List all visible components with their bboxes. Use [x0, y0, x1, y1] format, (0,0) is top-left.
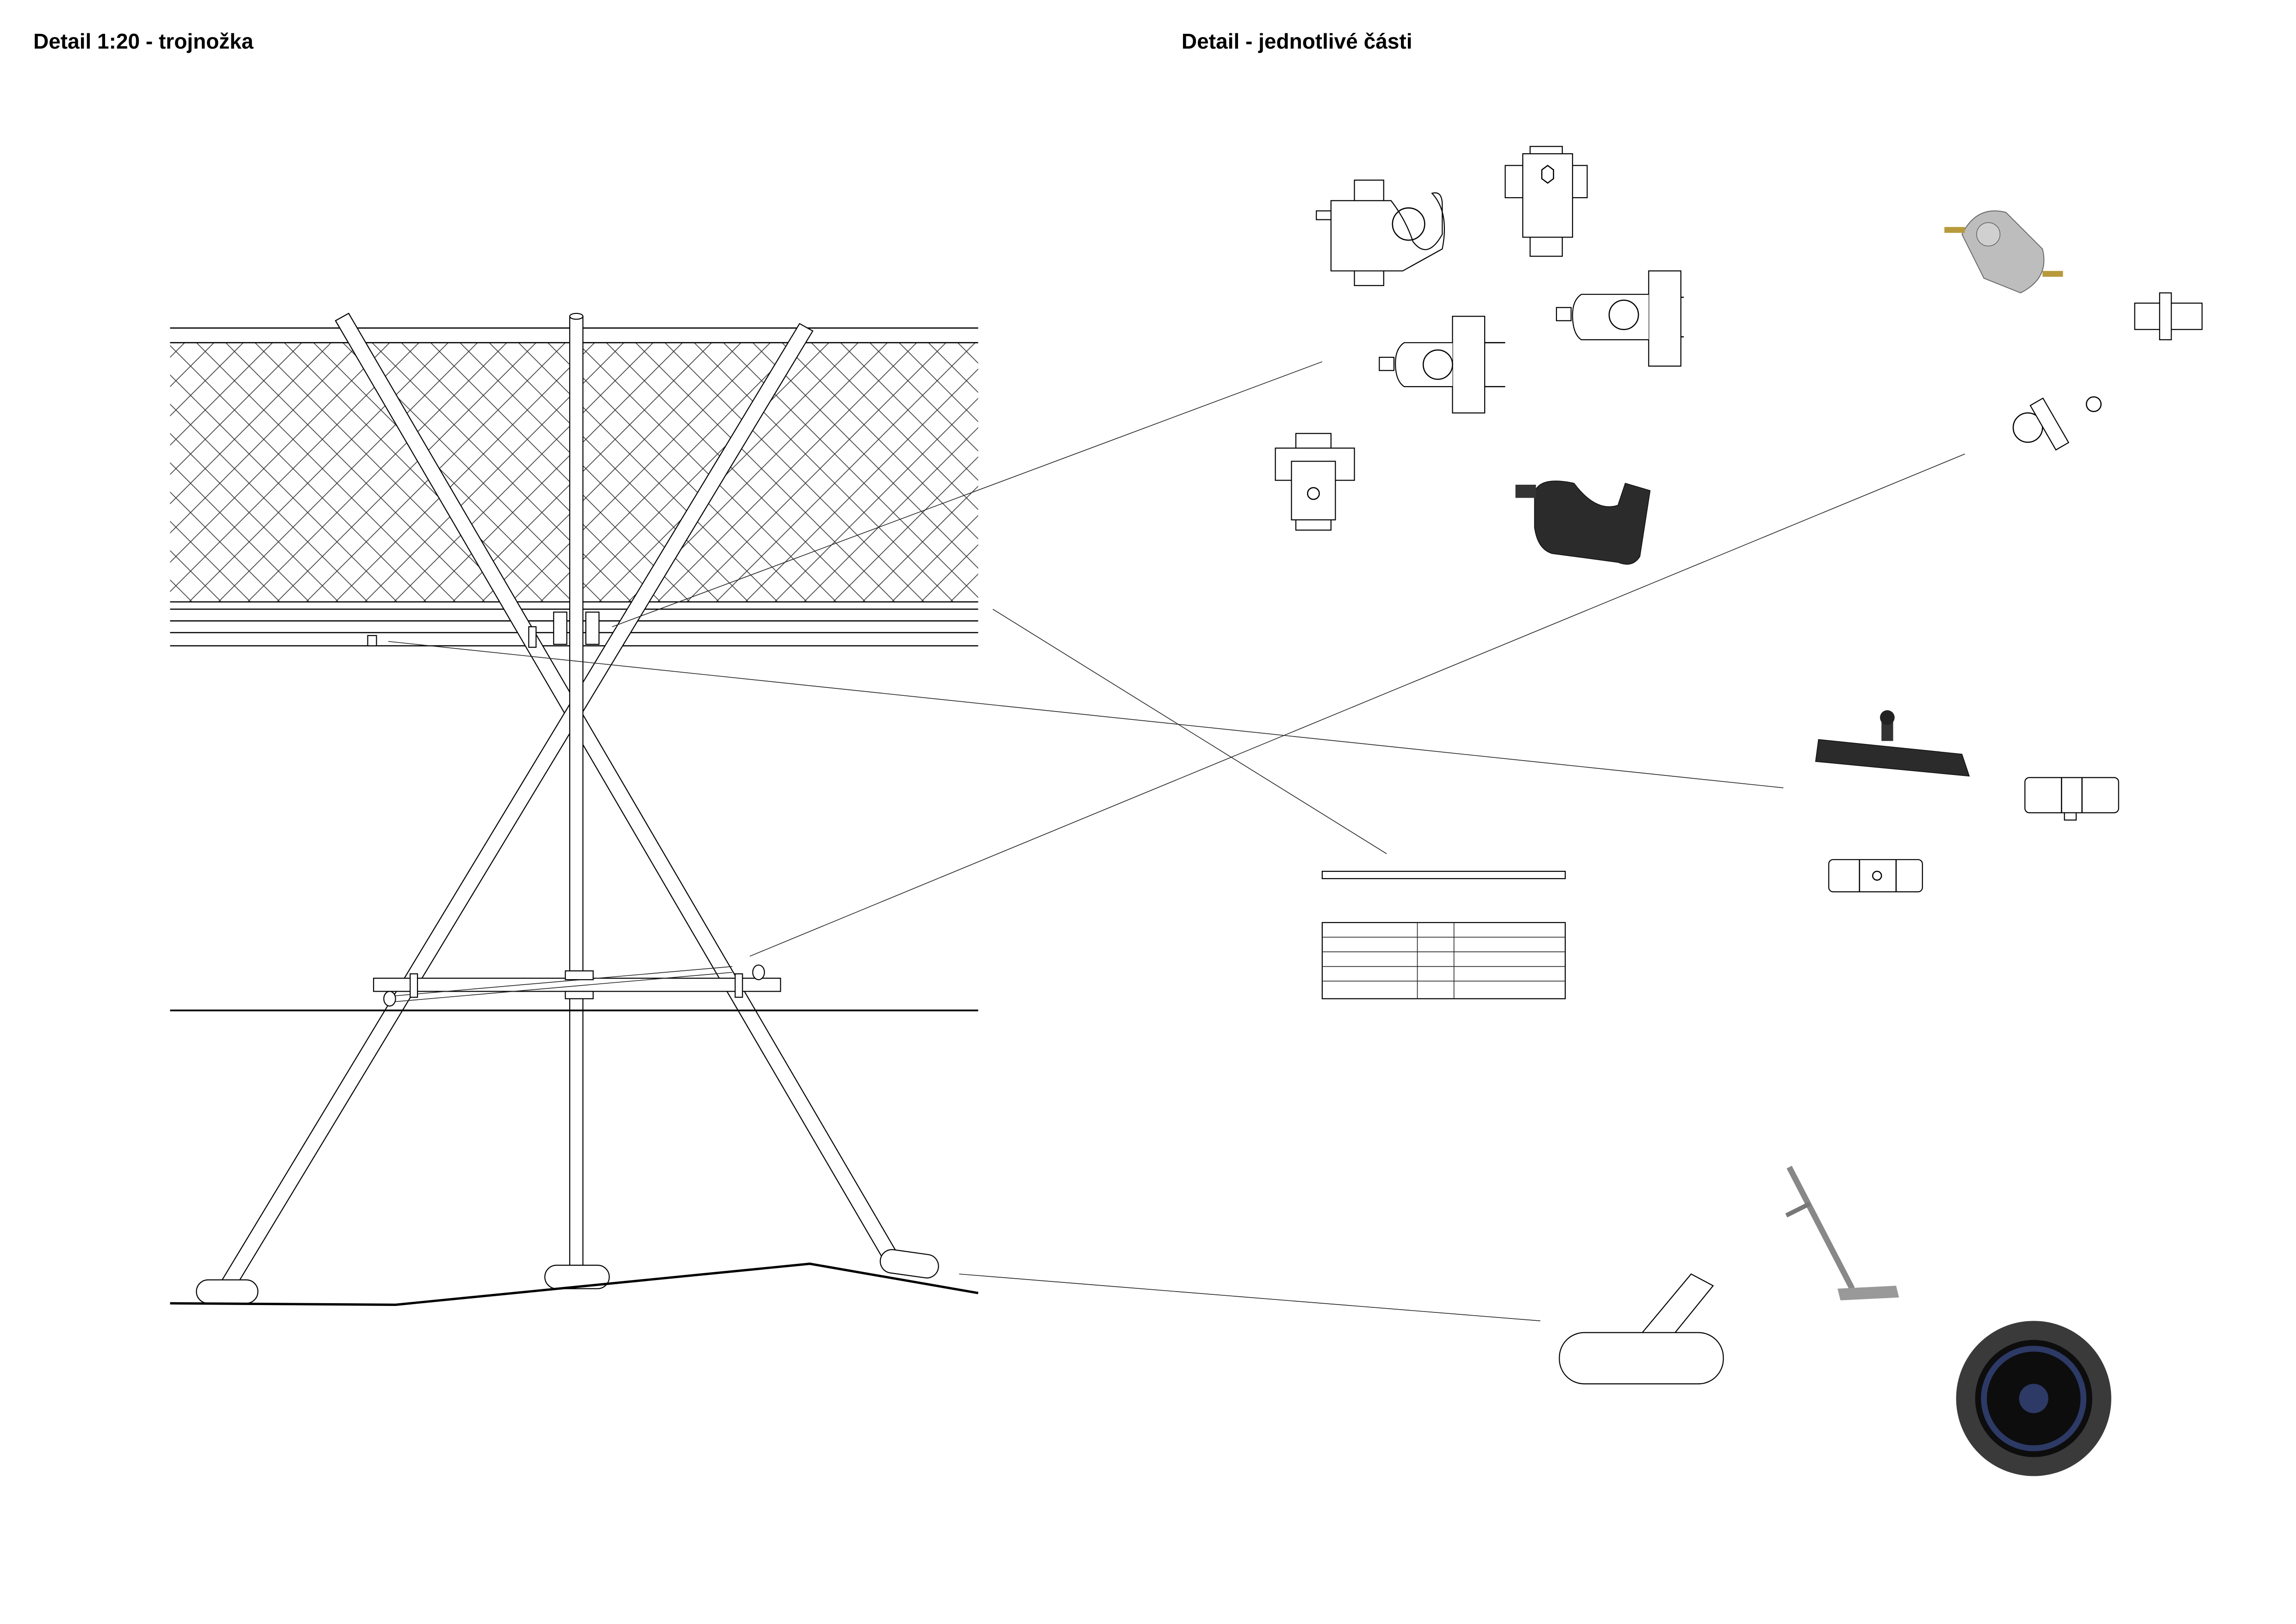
swivel-coupler-photo — [1944, 210, 2063, 294]
leader-lines — [388, 361, 1965, 1322]
clamp-front-view — [1275, 433, 1355, 531]
clamp-top-view-right — [1556, 270, 1684, 367]
tube-joint-side-view — [2134, 292, 2203, 340]
tripod — [196, 312, 939, 1304]
coupler-front-view — [1505, 146, 1588, 257]
spigot-side-view — [2024, 777, 2119, 821]
horizontal-brace — [373, 977, 781, 992]
spigot-coupler-photo — [1815, 710, 1970, 777]
terrain-line — [170, 1262, 979, 1306]
clamp-top-view-left — [1379, 316, 1506, 414]
grating-platform — [1321, 871, 1566, 999]
adjustable-base-jack-photo — [1785, 1166, 1899, 1300]
wheel-photo — [1956, 1321, 2111, 1476]
foot-right — [879, 1249, 939, 1279]
rail-connector — [367, 635, 377, 647]
foot-detail — [1559, 1273, 1724, 1385]
swivel-clamp-side-view — [1316, 179, 1445, 286]
clamp — [734, 973, 743, 998]
foot-center — [544, 1264, 610, 1289]
detail-tripod-title: Detail 1:20 - trojnožka — [33, 29, 254, 53]
spigot-top-view — [1828, 859, 1923, 893]
clamp — [553, 612, 567, 645]
detail-parts-title: Detail - jednotlivé části — [1182, 29, 1412, 53]
vertical-post — [569, 316, 584, 1272]
clamp — [410, 973, 418, 998]
clamp — [585, 612, 600, 645]
clamp — [565, 970, 594, 981]
foot-left — [196, 1279, 259, 1304]
clamp-photo-black — [1515, 481, 1651, 565]
ring-clamp-view — [2012, 396, 2102, 451]
